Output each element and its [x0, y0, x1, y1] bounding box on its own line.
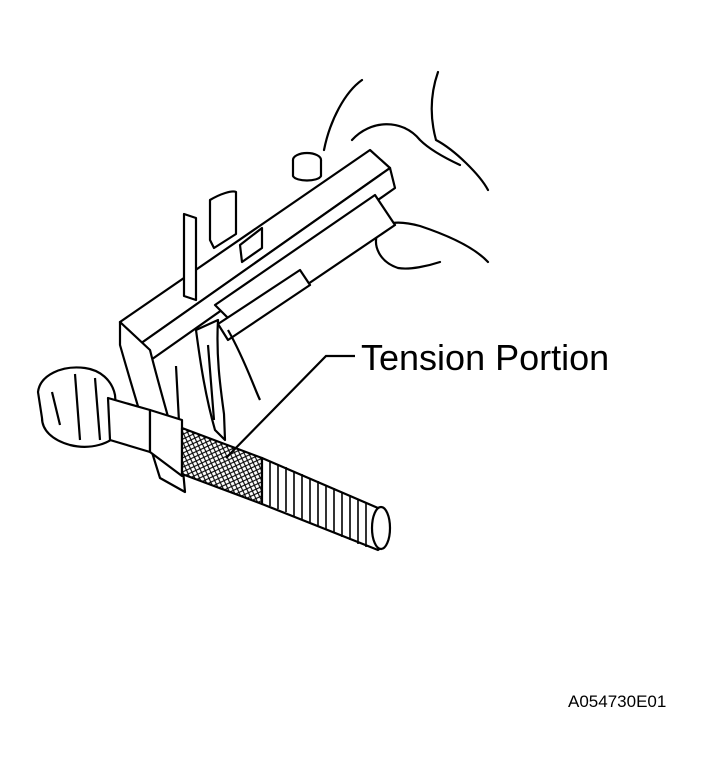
hand-drawing: [322, 70, 490, 270]
caliper-drawing: [118, 148, 397, 494]
tension-portion-label: Tension Portion: [361, 337, 610, 378]
bolt-drawing: [36, 366, 392, 552]
figure-id-label: A054730E01: [568, 692, 667, 711]
callout-leader-line: [225, 354, 355, 459]
